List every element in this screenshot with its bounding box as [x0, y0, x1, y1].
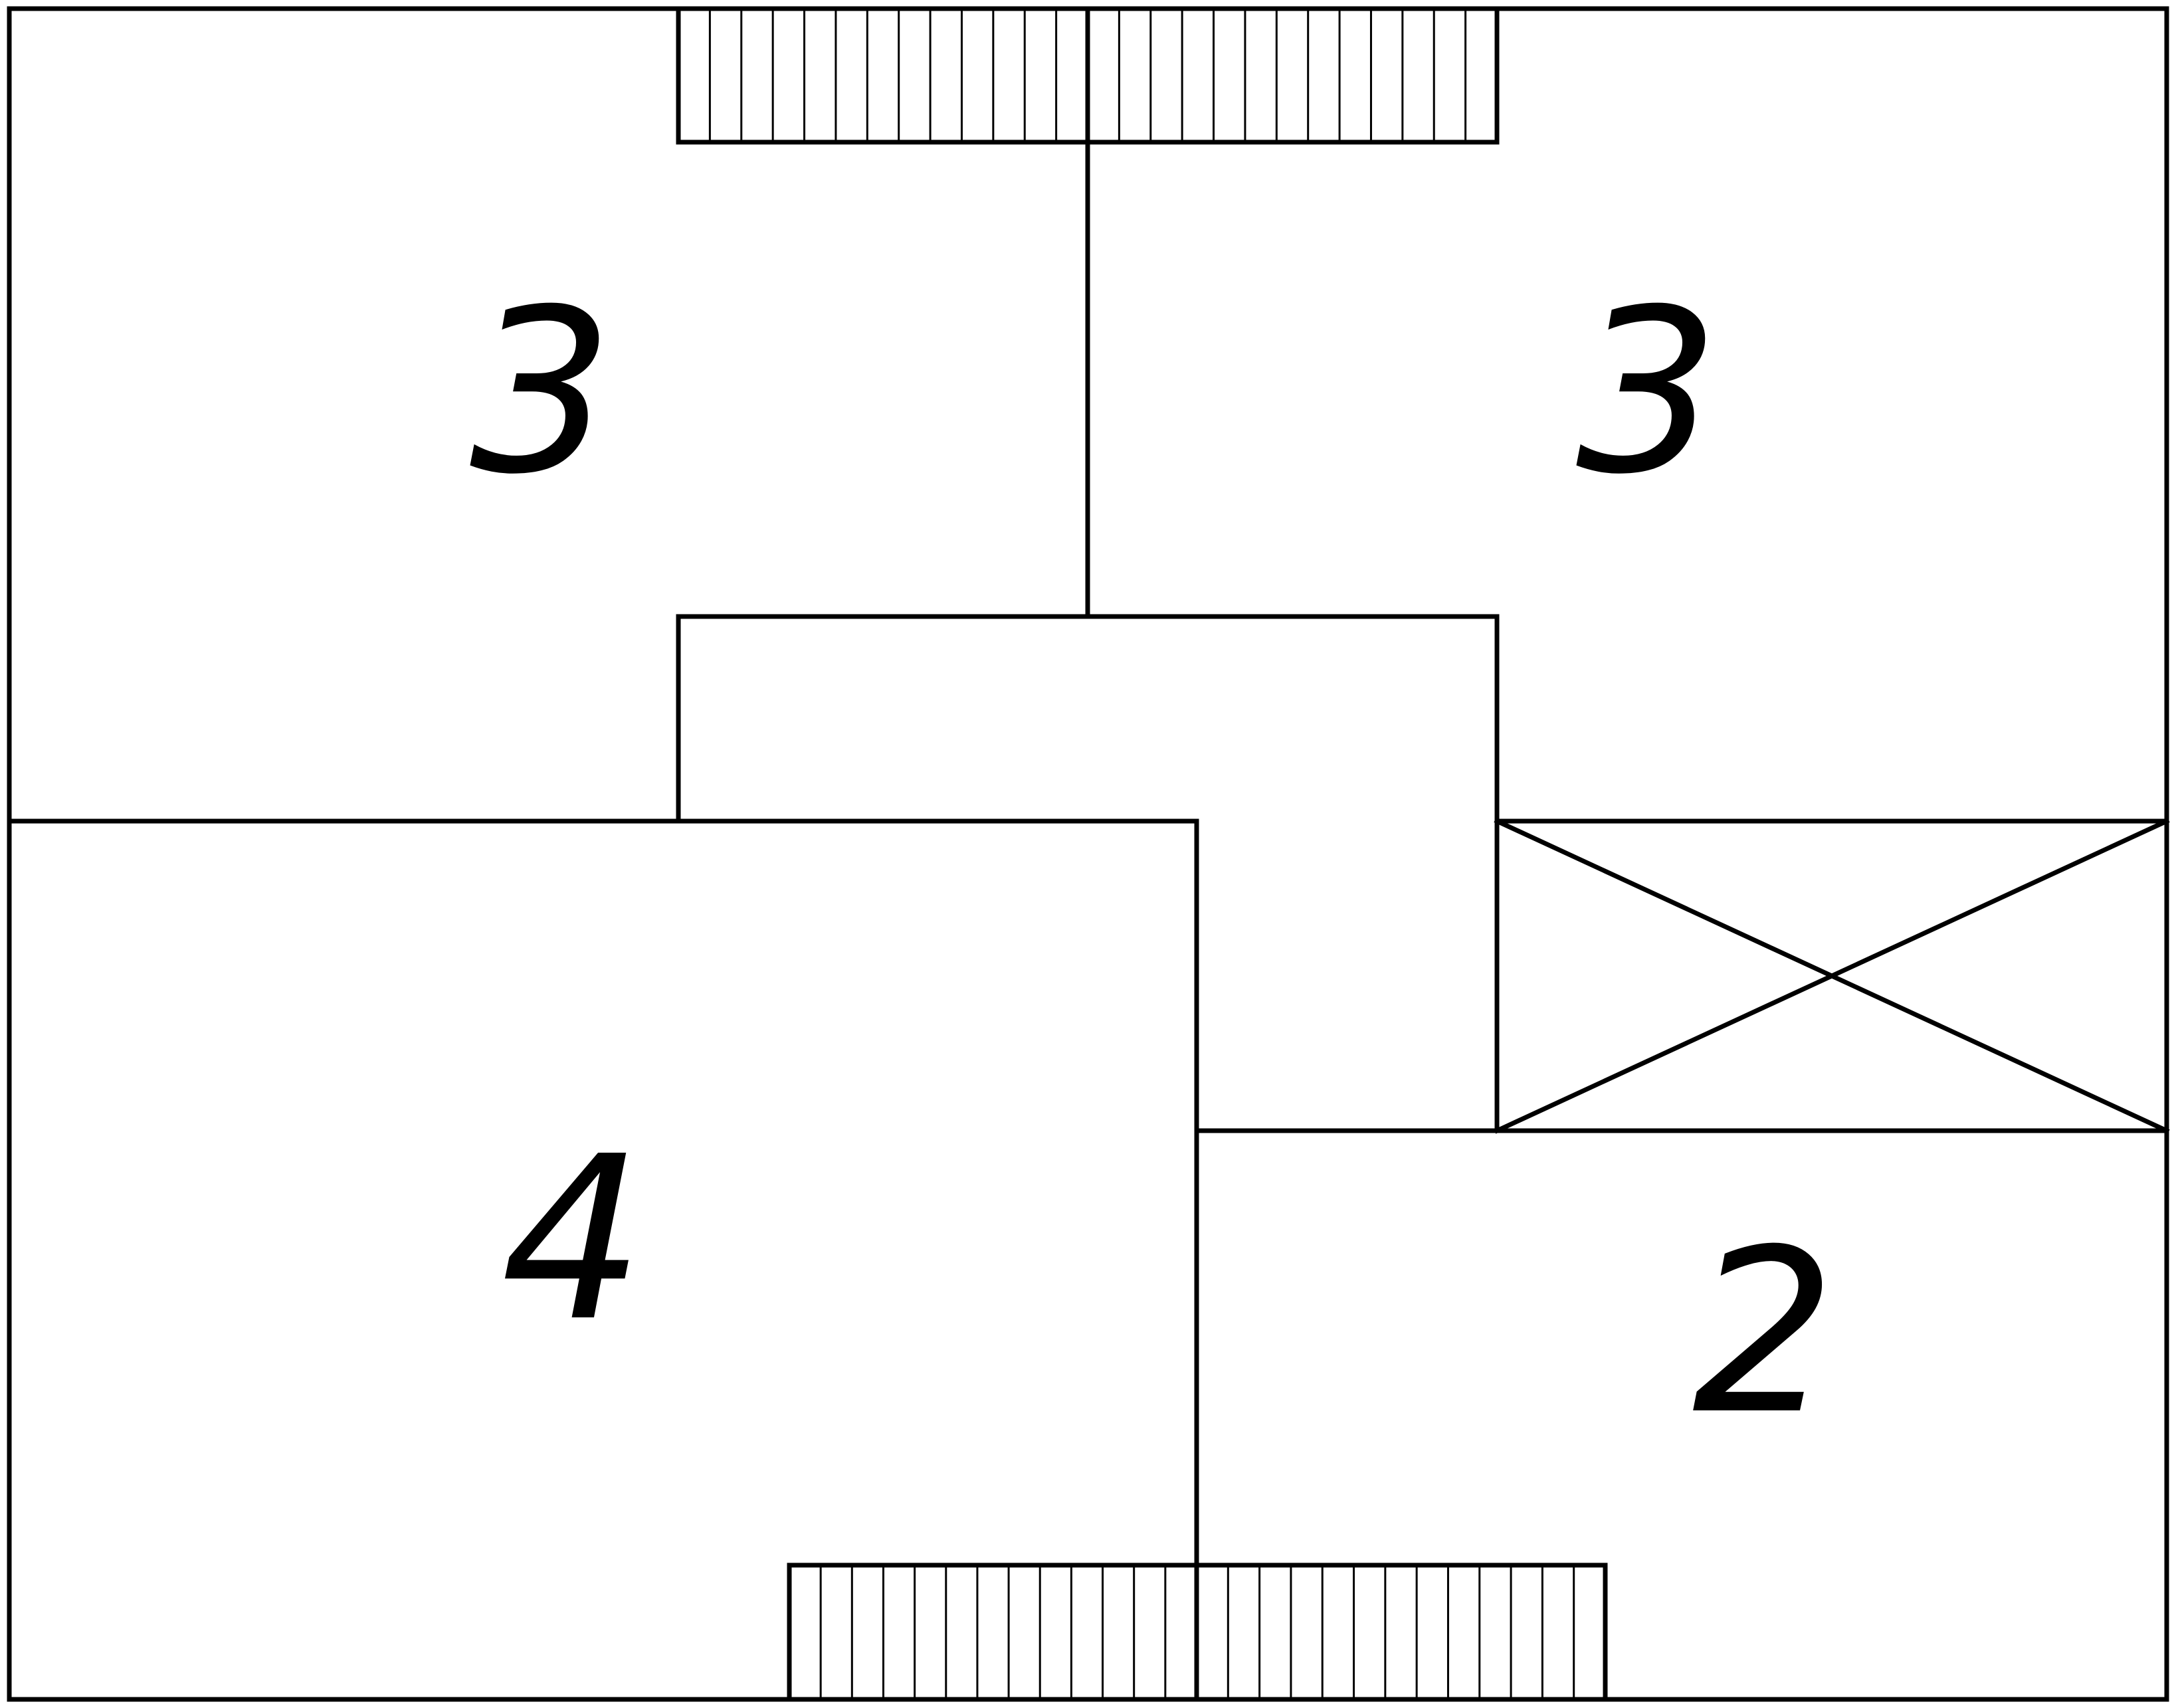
- stairs-bottom-left: [787, 1563, 1199, 1702]
- stair-outline: [676, 6, 1090, 145]
- stair-outline: [787, 1563, 1199, 1702]
- room-label-bottom-left: 4: [501, 1108, 644, 1371]
- stair-outline: [1085, 6, 1500, 145]
- room-label-top-right: 3: [1576, 261, 1720, 524]
- stairs-top-right: [1085, 6, 1500, 145]
- void-diagonal-2: [1494, 818, 2170, 1134]
- stairs-bottom-right: [1194, 1563, 1608, 1702]
- stair-outline: [1194, 1563, 1608, 1702]
- room-label-top-left: 3: [470, 261, 613, 524]
- interior-walls: [7, 6, 2169, 1702]
- void-cross: [1494, 818, 2170, 1134]
- room-label-bottom-right: 2: [1692, 1201, 1836, 1464]
- stairs-top-left: [676, 6, 1090, 145]
